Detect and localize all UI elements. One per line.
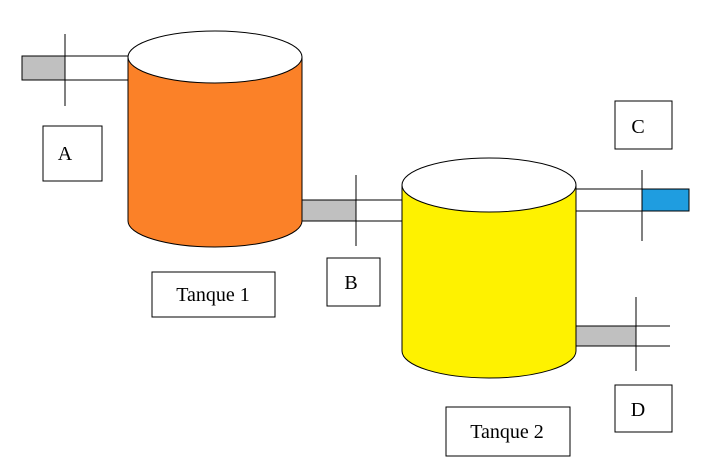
tank-1-label: Tanque 1 [176,284,250,306]
tank-1-body [127,56,303,248]
pipe-outlet-c [575,170,690,241]
label-box-tank-2: Tanque 2 [445,406,571,457]
pipe-outlet-d [575,297,670,371]
label-box-b: B [326,257,381,307]
pipe-connector-b-empty [355,199,407,222]
pipe-inlet-a-filled [21,55,66,81]
valve-d-label: D [631,399,645,421]
label-box-tank-1: Tanque 1 [151,271,276,318]
tank-2 [401,157,577,379]
label-box-d: D [614,384,673,433]
tank-2-top [401,157,577,213]
pipe-outlet-d-filled [575,325,637,347]
valve-b-label: B [344,272,357,294]
pipe-connector-b-filled [301,199,357,222]
valve-c-label: C [631,116,644,138]
label-box-a: A [42,125,103,182]
pipe-outlet-c-empty [575,188,643,212]
valve-a-label: A [58,143,73,165]
tank-2-label: Tanque 2 [470,421,544,443]
pipe-inlet-a [21,34,131,106]
label-box-c: C [614,100,673,150]
tank-2-body [401,184,577,379]
pipe-outlet-c-filled [641,188,690,212]
pipe-connector-b [301,175,407,246]
tank-1 [127,30,303,248]
tank-1-top [127,30,303,84]
pipe-inlet-a-empty [64,55,131,81]
